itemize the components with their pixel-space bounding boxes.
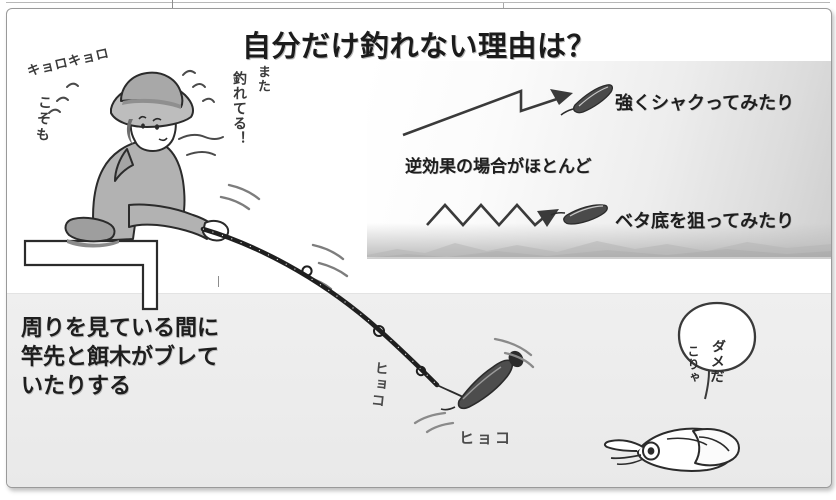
left-text-block: 周りを見ている間に 竿先と餌木がブレて いたりする [21, 314, 219, 401]
horizon-ridge [367, 241, 831, 259]
mid-tick-mark [218, 276, 219, 287]
left-text-line-3: いたりする [21, 374, 132, 400]
callout-reverse-effect: 逆効果の場合がほとんど [405, 157, 592, 177]
handwriting-hyoko-lure: ヒョコ [459, 429, 514, 447]
handwriting-tsureteru: 釣れてる！ [231, 71, 247, 146]
left-text-line-1: 周りを見ている間に [21, 316, 220, 341]
handwriting-dameda: ダメだ [707, 338, 727, 385]
callout-strong-jerk: 強くシャクってみたり [615, 93, 795, 114]
top-tick-mark-right [503, 3, 504, 10]
callout-bottom-target: ベタ底を狙ってみたり [615, 211, 795, 232]
top-rule [6, 2, 830, 3]
top-tick-mark-left [172, 0, 173, 9]
illustration-frame: 自分だけ釣れない理由は？ [6, 8, 832, 488]
rod-motion-lines [219, 183, 349, 291]
page-title: 自分だけ釣れない理由は？ [241, 29, 596, 63]
handwriting-mata: また [255, 65, 270, 93]
handwriting-kososo: こそも [33, 94, 53, 144]
motion-marks [48, 69, 224, 156]
left-text-line-2: 竿先と餌木がブレて [21, 345, 220, 371]
angler-figure [64, 71, 230, 248]
lower-band-edge [7, 293, 831, 294]
handwriting-korya: こりゃ [686, 345, 700, 384]
